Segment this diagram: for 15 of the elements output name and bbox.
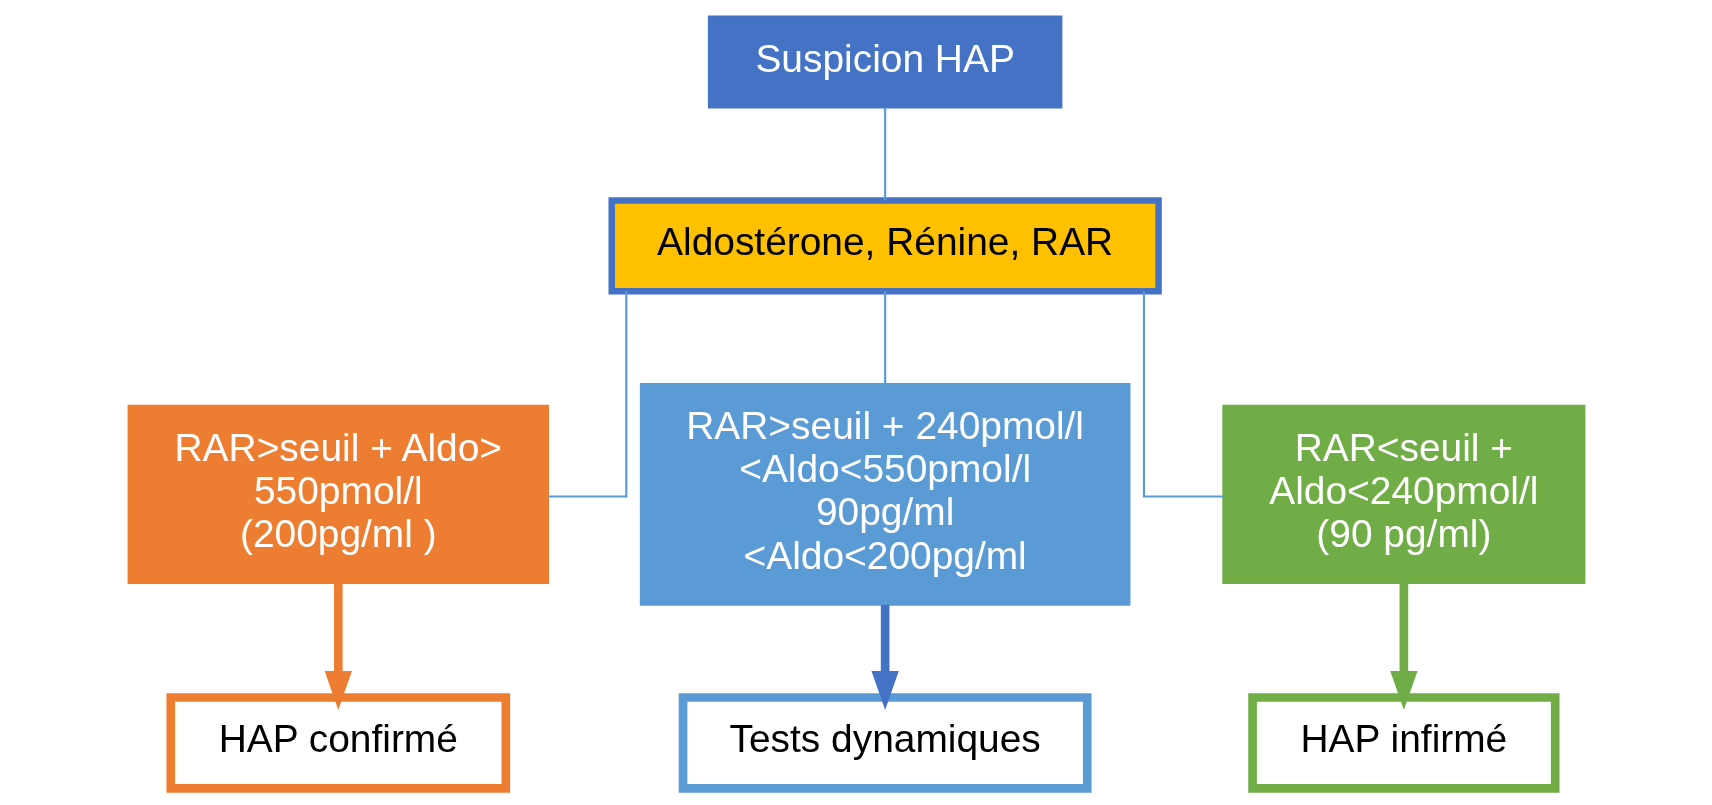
node-box: RAR>seuil + 240pmol/l <Aldo<550pmol/l 90pg/ml <Aldo<200pg/ml: [639, 383, 1130, 606]
arrow: [870, 604, 899, 710]
node-box: RAR>seuil + Aldo> 550pmol/l (200pg/ml ): [127, 404, 549, 585]
connector: [883, 291, 886, 384]
arrow: [1389, 583, 1418, 711]
node-box: Suspicion HAP: [707, 15, 1062, 109]
node-box: Aldostérone, Rénine, RAR: [608, 197, 1162, 295]
connector: [1142, 291, 1223, 498]
node-box: HAP infirmé: [1247, 693, 1559, 793]
node-box: RAR<seuil + Aldo<240pmol/l (90 pg/ml): [1221, 404, 1585, 585]
node-box: HAP confirmé: [165, 693, 510, 793]
arrow: [324, 583, 352, 711]
node-box: Tests dynamiques: [678, 693, 1092, 793]
connector: [547, 291, 627, 498]
connector: [883, 107, 886, 201]
